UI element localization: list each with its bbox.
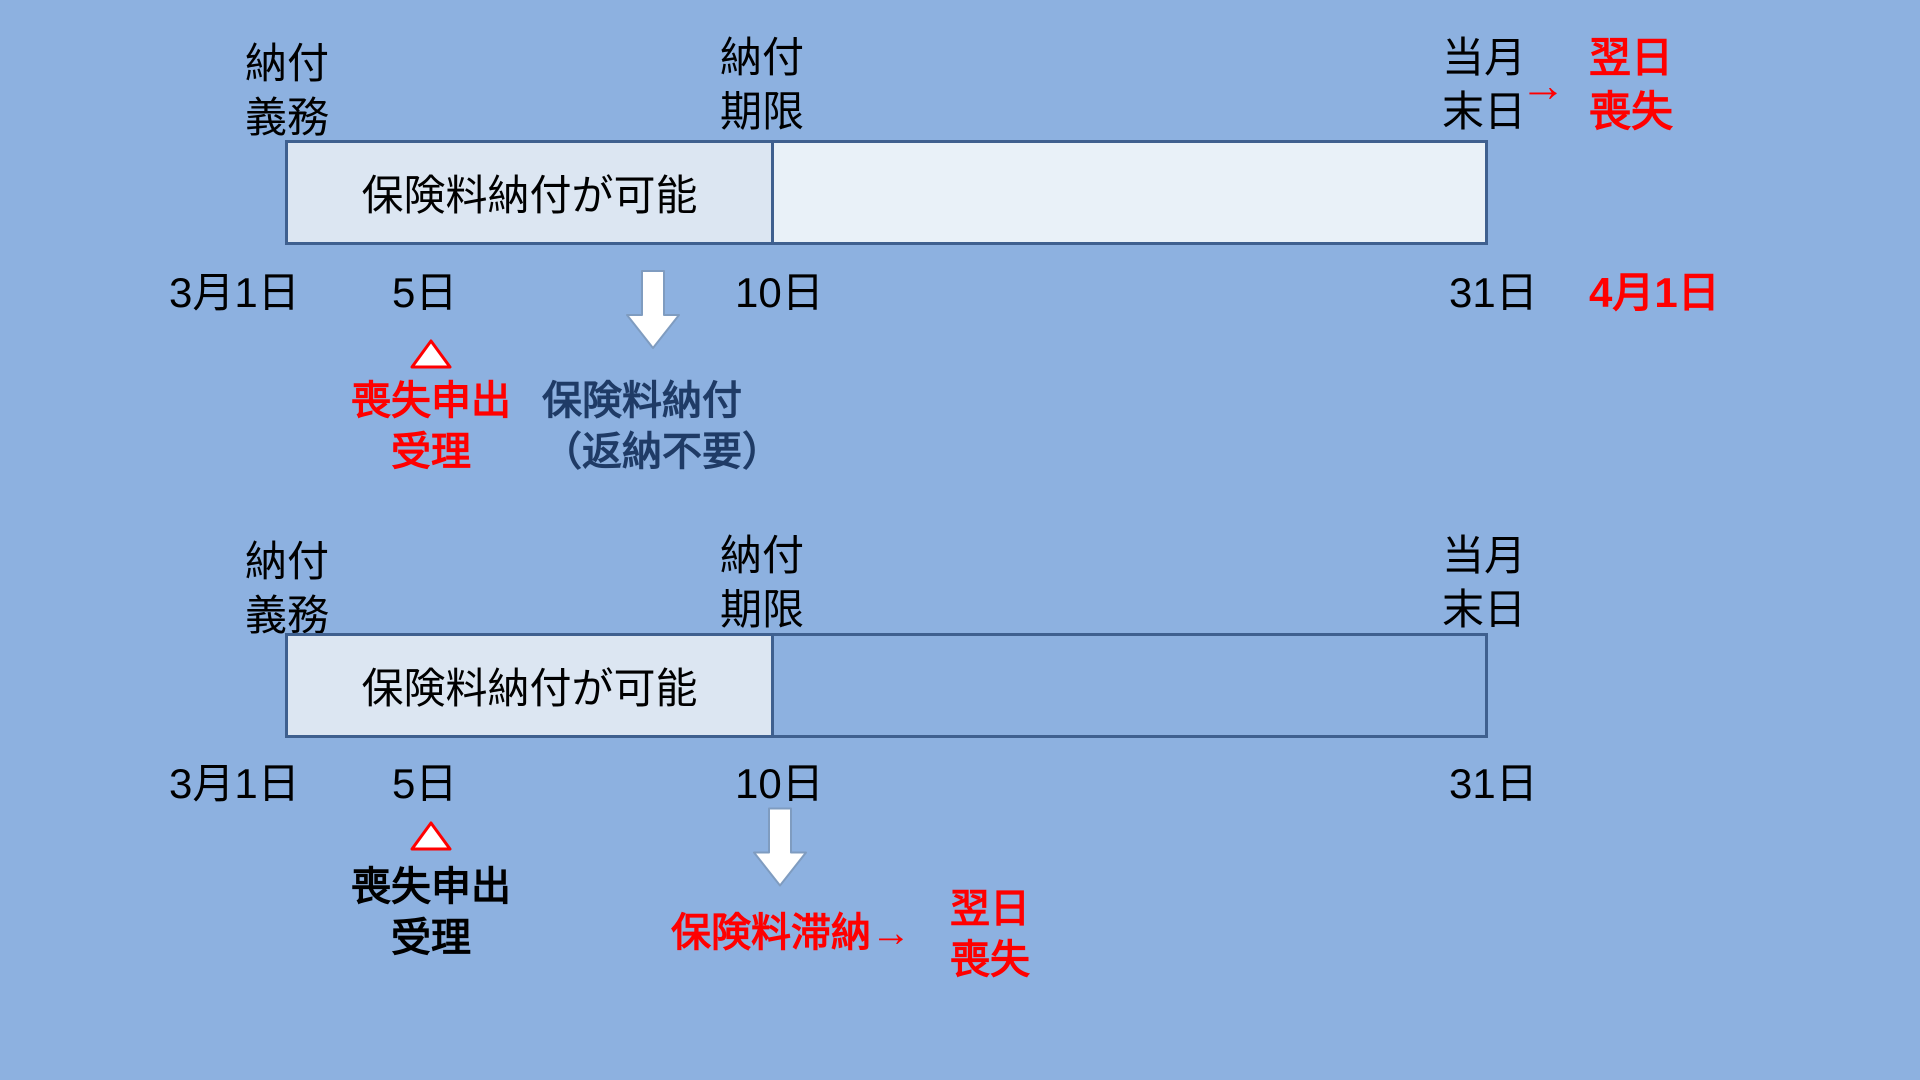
label-next-day-loss-top: 翌日 喪失 — [1589, 34, 1674, 135]
annotation-delinquency: 保険料滞納→ — [671, 911, 911, 955]
date-10th-bottom: 10日 — [735, 760, 824, 807]
bar-segment-payable-top: 保険料納付が可能 — [288, 143, 774, 242]
date-5th-top: 5日 — [392, 269, 458, 316]
date-31st-top: 31日 — [1449, 269, 1538, 316]
label-payment-obligation-bottom: 納付 義務 — [245, 538, 330, 639]
right-arrow-icon: → — [1520, 59, 1566, 111]
date-10th-top: 10日 — [735, 269, 824, 316]
loss-marker-triangle-icon — [410, 339, 452, 369]
timeline-bar-top: 保険料納付が可能 — [285, 140, 1488, 245]
date-march1-top: 3月1日 — [169, 269, 300, 316]
annotation-loss-application-top: 喪失申出 受理 — [351, 379, 511, 475]
date-5th-bottom: 5日 — [392, 760, 458, 807]
date-31st-bottom: 31日 — [1449, 760, 1538, 807]
loss-marker-triangle-icon — [410, 821, 452, 851]
label-payment-obligation-top: 納付 義務 — [245, 40, 330, 141]
annotation-payment-note: 保険料納付 （返納不要） — [542, 379, 782, 475]
down-arrow-icon — [626, 270, 680, 349]
down-arrow-icon — [753, 807, 807, 887]
label-month-end-bottom: 当月 末日 — [1442, 532, 1527, 633]
date-april1-loss: 4月1日 — [1589, 269, 1720, 316]
label-payment-deadline-bottom: 納付 期限 — [720, 532, 805, 633]
label-payment-deadline-top: 納付 期限 — [720, 34, 805, 135]
bar-segment-remaining-top — [774, 143, 1485, 242]
annotation-loss-application-bottom: 喪失申出 受理 — [351, 865, 511, 961]
annotation-next-day-loss-bottom: 翌日 喪失 — [950, 887, 1030, 983]
bar-segment-remaining-bottom — [774, 636, 1485, 735]
date-march1-bottom: 3月1日 — [169, 760, 300, 807]
label-month-end-top: 当月 末日 — [1442, 34, 1527, 135]
bar-segment-payable-bottom: 保険料納付が可能 — [288, 636, 774, 735]
timeline-bar-bottom: 保険料納付が可能 — [285, 633, 1488, 738]
